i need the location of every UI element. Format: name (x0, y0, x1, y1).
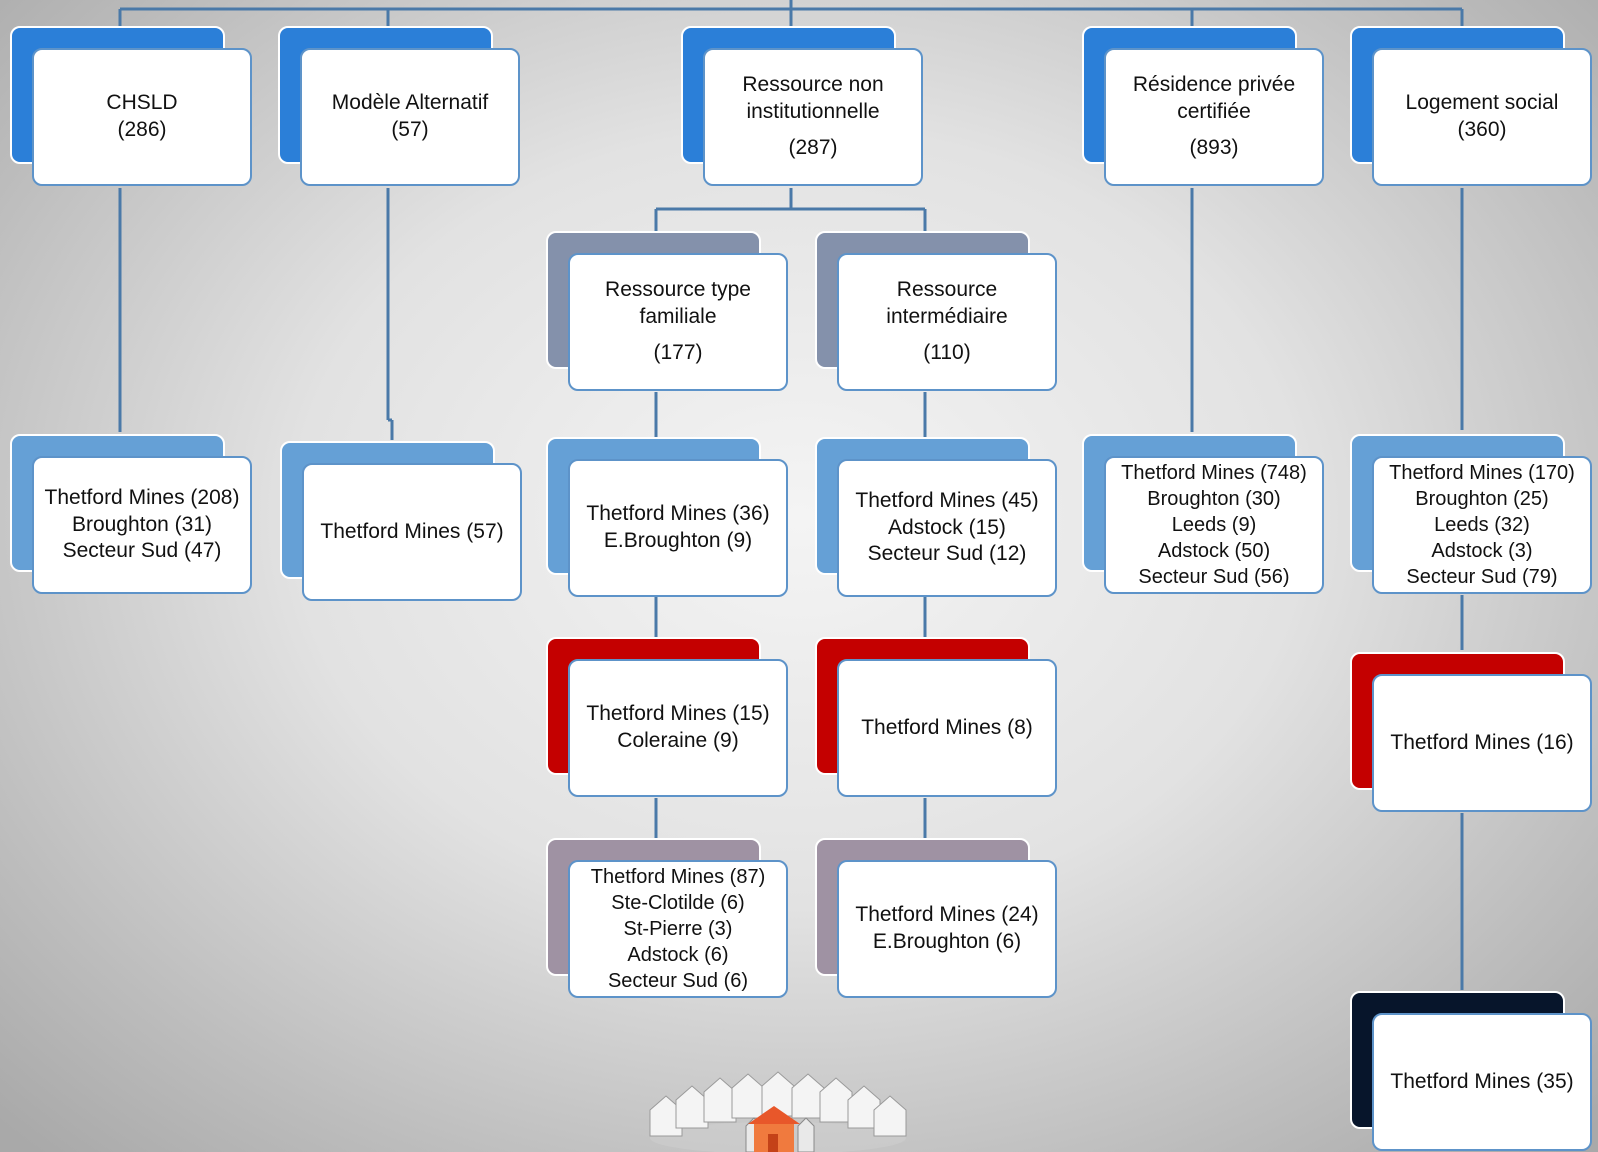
category-title-line-1: Résidence privée (1132, 72, 1296, 96)
location-item: Broughton (31) (71, 512, 213, 536)
location-item: Thetford Mines (36) (586, 502, 770, 526)
location-item: Thetford Mines (15) (586, 702, 770, 726)
location-item: Secteur Sud (12) (867, 542, 1027, 566)
category-title: Logement social (1405, 91, 1559, 115)
location-card: Thetford Mines (57) (302, 463, 522, 601)
category-card: Logement social (360) (1372, 48, 1592, 186)
subcategory-card: Ressource intermédiaire (110) (837, 253, 1057, 391)
location-item: E.Broughton (6) (872, 930, 1022, 953)
location-item: Thetford Mines (45) (855, 488, 1039, 512)
category-count: (360) (1457, 118, 1507, 141)
location-card: Thetford Mines (170) Broughton (25) Leed… (1372, 456, 1592, 594)
location-item: Adstock (50) (1157, 540, 1271, 562)
location-item: Secteur Sud (6) (607, 970, 749, 992)
location-card: Thetford Mines (15) Coleraine (9) (568, 659, 788, 797)
subcategory-title-line-1: Ressource (896, 277, 998, 301)
location-item: Thetford Mines (170) (1389, 462, 1575, 484)
location-item: Adstock (6) (627, 944, 729, 966)
location-item: Ste-Clotilde (6) (611, 892, 745, 914)
location-item: Thetford Mines (87) (590, 866, 766, 888)
category-card: Ressource non institutionnelle (287) (703, 48, 923, 186)
location-card: Thetford Mines (36) E.Broughton (9) (568, 459, 788, 597)
houses-circle-illustration (649, 1071, 907, 1152)
location-item: Thetford Mines (748) (1121, 462, 1307, 484)
location-card: Thetford Mines (24) E.Broughton (6) (837, 860, 1057, 998)
location-card: Thetford Mines (87) Ste-Clotilde (6) St-… (568, 860, 788, 998)
subcategory-title-line-2: familiale (639, 304, 717, 328)
subcategory-card: Ressource type familiale (177) (568, 253, 788, 391)
location-item: Secteur Sud (79) (1406, 566, 1558, 588)
subcategory-title-line-1: Ressource type (605, 277, 751, 301)
location-item: Thetford Mines (16) (1390, 730, 1574, 754)
location-item: Broughton (25) (1415, 488, 1549, 510)
subcategory-count: (110) (923, 341, 971, 365)
location-item: Thetford Mines (24) (855, 903, 1039, 927)
location-card: Thetford Mines (45) Adstock (15) Secteur… (837, 459, 1057, 597)
location-card: Thetford Mines (16) (1372, 674, 1592, 812)
location-card: Thetford Mines (35) (1372, 1013, 1592, 1151)
category-title-line-1: Ressource non (742, 72, 884, 96)
location-card: Thetford Mines (8) (837, 659, 1057, 797)
location-item: Secteur Sud (47) (62, 539, 222, 563)
location-item: Adstock (3) (1431, 540, 1533, 562)
category-title: Modèle Alternatif (331, 91, 489, 115)
location-item: St-Pierre (3) (623, 918, 733, 940)
location-item: Thetford Mines (208) (44, 485, 240, 509)
location-item: Secteur Sud (56) (1138, 566, 1290, 588)
location-item: Thetford Mines (57) (320, 519, 504, 543)
subcategory-title-line-2: intermédiaire (886, 304, 1008, 328)
location-item: E.Broughton (9) (603, 529, 753, 552)
category-count: (893) (1189, 136, 1239, 160)
category-card: CHSLD (286) (32, 48, 252, 186)
category-count: (286) (117, 118, 167, 141)
category-count: (287) (788, 136, 838, 160)
location-item: Broughton (30) (1147, 488, 1281, 510)
category-card: Modèle Alternatif (57) (300, 48, 520, 186)
location-item: Thetford Mines (35) (1390, 1069, 1574, 1093)
subcategory-count: (177) (653, 341, 703, 365)
location-item: Leeds (32) (1434, 514, 1530, 536)
category-count: (57) (391, 118, 429, 141)
location-item: Thetford Mines (8) (861, 715, 1033, 739)
location-item: Leeds (9) (1171, 514, 1257, 536)
location-card: Thetford Mines (208) Broughton (31) Sect… (32, 456, 252, 594)
location-card: Thetford Mines (748) Broughton (30) Leed… (1104, 456, 1324, 594)
category-card: Résidence privée certifiée (893) (1104, 48, 1324, 186)
location-item: Coleraine (9) (617, 729, 739, 752)
category-title-line-2: certifiée (1177, 99, 1251, 123)
category-title: CHSLD (106, 91, 178, 115)
location-item: Adstock (15) (888, 515, 1006, 539)
category-title-line-2: institutionnelle (746, 99, 880, 123)
